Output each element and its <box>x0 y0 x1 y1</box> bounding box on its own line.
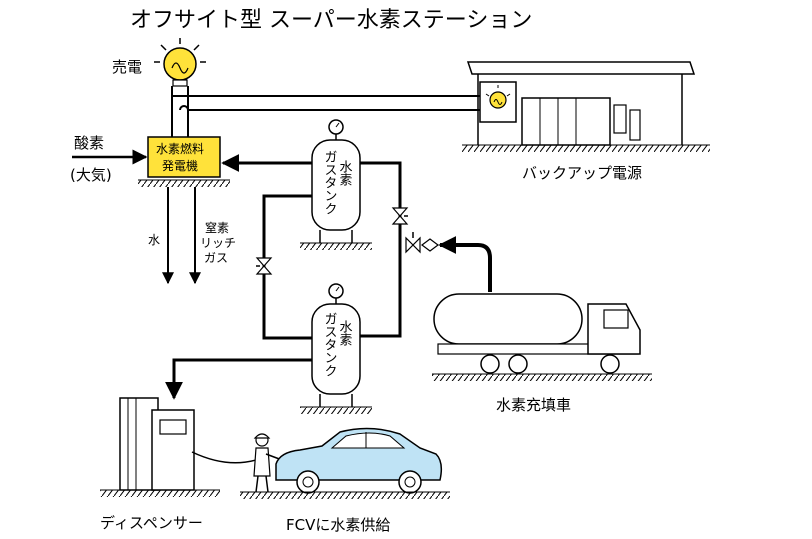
worker-figure <box>253 433 283 493</box>
pressure-gauge-icon <box>328 119 344 140</box>
backup-power-label: バックアップ電源 <box>522 164 642 182</box>
generator-label-line1: 水素燃料 <box>156 141 204 156</box>
generator-label-line2: 発電機 <box>162 158 198 173</box>
pressure-gauge-icon <box>328 283 344 304</box>
valve-icon <box>255 257 273 275</box>
fcv-car: FCVに水素供給 <box>240 427 450 534</box>
dispenser: ディスペンサー <box>100 397 220 532</box>
valve-icon <box>391 207 409 225</box>
light-bulb-icon <box>154 38 206 87</box>
tank-lower-label-2: ガスタンク <box>322 312 337 377</box>
light-bulb-icon <box>485 85 511 109</box>
water-label: 水 <box>148 233 160 247</box>
oxygen-label: 酸素 <box>74 134 104 152</box>
tank-lower-label-1: 水素 <box>337 320 353 346</box>
hydrogen-trailer-label: 水素充填車 <box>496 396 571 414</box>
tank-upper-label-2: ガスタンク <box>322 150 337 215</box>
hydrogen-fuel-generator: 水素燃料 発電機 <box>147 136 221 178</box>
dispenser-label: ディスペンサー <box>100 514 203 532</box>
diagram-title: オフサイト型 スーパー水素ステーション <box>130 8 532 33</box>
valve-icon <box>405 232 439 254</box>
nitrogen-label-3: ガス <box>204 251 228 265</box>
fcv-supply-label: FCVに水素供給 <box>286 516 390 534</box>
sell-power-label: 売電 <box>112 58 142 76</box>
backup-power-building: バックアップ電源 <box>462 61 710 182</box>
nitrogen-label-1: 窒素 <box>205 220 229 235</box>
hydrogen-tank-upper: 水素 ガスタンク <box>300 119 372 250</box>
nitrogen-label-2: リッチ <box>200 236 236 250</box>
atmosphere-label: (大気) <box>70 166 112 184</box>
hydrogen-trailer-truck: 水素充填車 <box>432 293 652 414</box>
hydrogen-tank-lower: 水素 ガスタンク <box>300 283 372 414</box>
sell-power-bulb: 売電 <box>112 38 206 87</box>
tank-upper-label-1: 水素 <box>337 160 353 186</box>
